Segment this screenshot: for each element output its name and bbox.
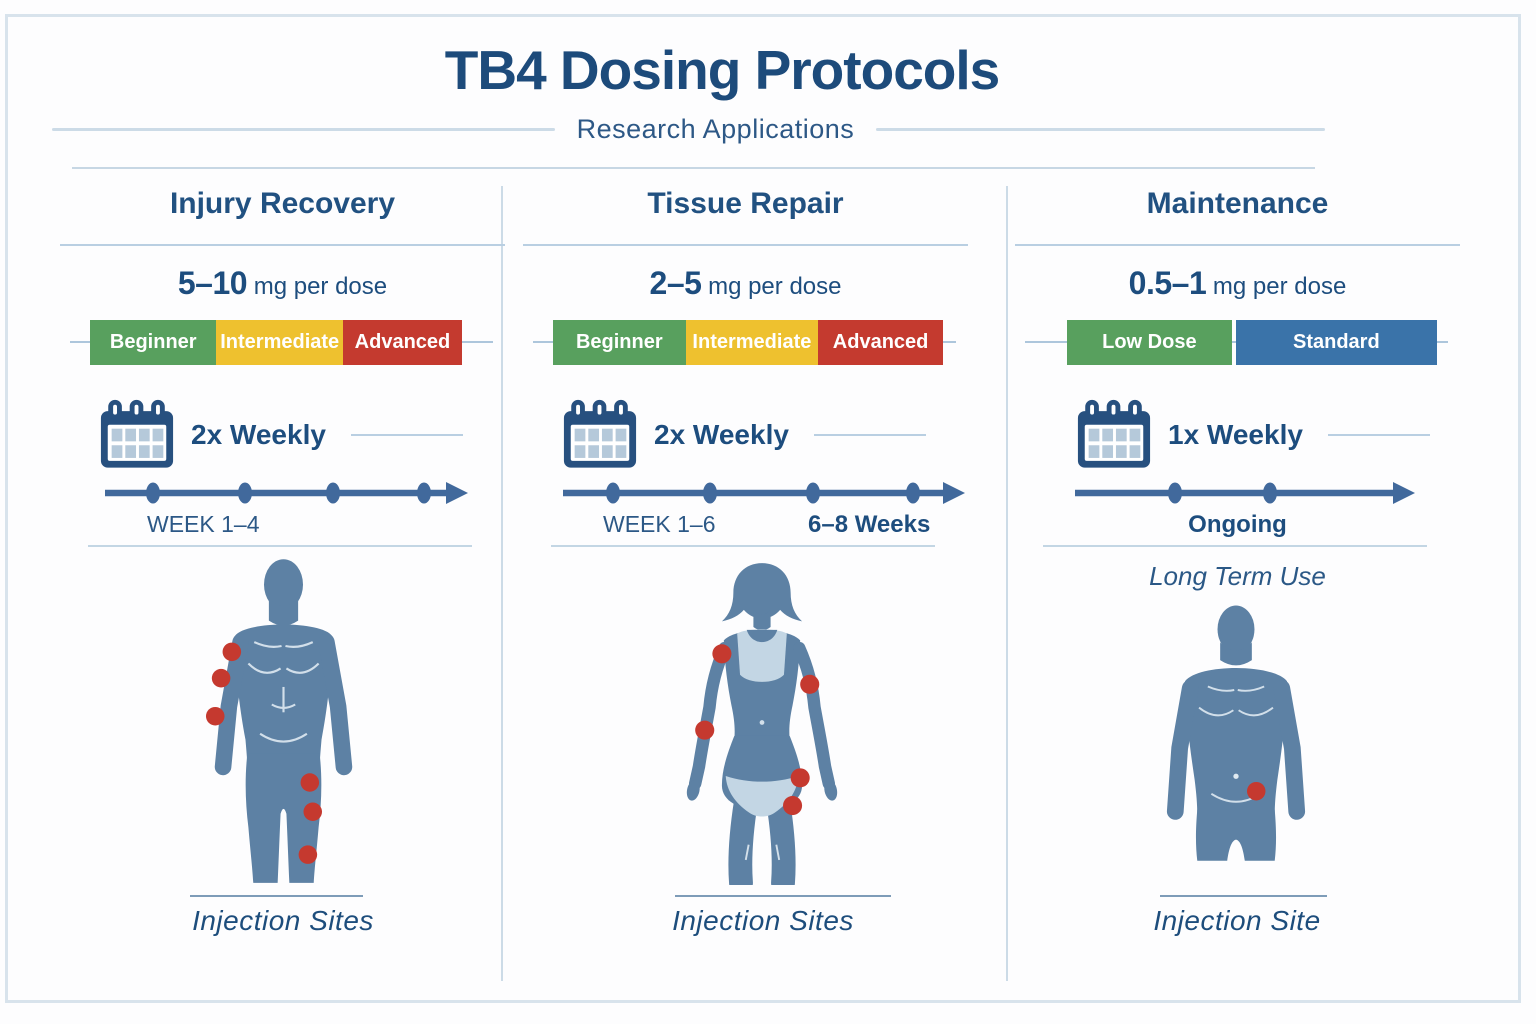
dose-text: 5–10 mg per dose: [60, 265, 505, 302]
frequency-rule: [1327, 434, 1430, 436]
subtitle-left-rule: [52, 128, 555, 131]
dose-unit: mg per dose: [1206, 273, 1347, 300]
male-torso-silhouette: [1166, 605, 1306, 861]
section-divider: [88, 545, 472, 547]
timeline-arrow: [563, 482, 965, 504]
timeline-arrow: [1075, 482, 1415, 504]
frequency-row: 2x Weekly: [561, 397, 926, 473]
long-term-use-note: Long Term Use: [1149, 561, 1326, 591]
column-divider-2: [1006, 186, 1008, 981]
timeline-label: WEEK 1–4: [147, 511, 260, 537]
dose-range: 0.5–1: [1128, 265, 1207, 301]
timeline-label: 6–8 Weeks: [808, 511, 931, 538]
injection-site-label: Injection Site: [1153, 905, 1321, 936]
body-detail-lines: [744, 720, 781, 861]
header-divider: [72, 167, 1315, 169]
frequency-rule: [350, 434, 463, 436]
column-divider-1: [501, 186, 503, 981]
column-title-rule: [60, 244, 505, 246]
injection-sites-label: Injection Sites: [192, 905, 374, 936]
column-title-rule: [1015, 244, 1460, 246]
calendar-icon: [1075, 399, 1153, 472]
timeline-label: Ongoing: [1188, 511, 1287, 538]
injection-site-dots: [695, 644, 820, 816]
dose-range: 5–10: [177, 265, 248, 301]
body-label-rule: [1160, 895, 1327, 897]
male-body-silhouette: [205, 559, 353, 883]
subtitle-right-rule: [876, 128, 1325, 131]
frequency-label: 1x Weekly: [1168, 419, 1303, 450]
dose-text: 0.5–1 mg per dose: [1015, 265, 1460, 302]
frequency-row: 2x Weekly: [98, 397, 463, 473]
frequency-row: 1x Weekly: [1075, 397, 1430, 473]
column-title: Maintenance: [1146, 187, 1329, 220]
female-body-silhouette: [686, 563, 838, 885]
column-title: Tissue Repair: [647, 187, 844, 220]
injection-sites-label: Injection Sites: [672, 905, 854, 936]
dose-range: 2–5: [649, 265, 702, 301]
page-title: TB4 Dosing Protocols: [444, 39, 1001, 101]
frequency-rule: [813, 434, 926, 436]
section-divider: [551, 545, 935, 547]
column-title: Injury Recovery: [169, 187, 396, 220]
body-label-rule: [675, 895, 891, 897]
column-title-rule: [523, 244, 968, 246]
calendar-icon: [561, 399, 639, 472]
dose-unit: mg per dose: [247, 273, 388, 300]
level-advanced: Advanced: [342, 320, 462, 365]
section-divider: [1043, 545, 1427, 547]
level-beginner: Beginner: [90, 320, 217, 365]
level-intermediate: Intermediate: [216, 320, 343, 365]
injection-site-dots: [205, 642, 323, 864]
column-injury-recovery: Injury Recovery 5–10 mg per dose Beginne…: [60, 185, 505, 997]
clothing: [725, 629, 799, 817]
dose-text: 2–5 mg per dose: [523, 265, 968, 302]
level-standard: Standard: [1235, 320, 1437, 365]
injection-site-dots: [1247, 781, 1266, 801]
level-low-dose: Low Dose: [1067, 320, 1232, 365]
body-label-rule: [190, 895, 363, 897]
timeline-label: WEEK 1–6: [603, 511, 716, 537]
level-intermediate: Intermediate: [685, 320, 819, 365]
timeline-arrow: [105, 482, 468, 504]
dose-unit: mg per dose: [701, 273, 842, 300]
calendar-icon: [98, 399, 176, 472]
subtitle-row: Research Applications: [52, 114, 1325, 145]
page-subtitle: Research Applications: [576, 114, 855, 144]
frequency-label: 2x Weekly: [191, 419, 326, 450]
level-advanced: Advanced: [818, 320, 943, 365]
body-detail-lines: [247, 641, 320, 743]
level-beginner: Beginner: [553, 320, 686, 365]
frequency-label: 2x Weekly: [654, 419, 789, 450]
